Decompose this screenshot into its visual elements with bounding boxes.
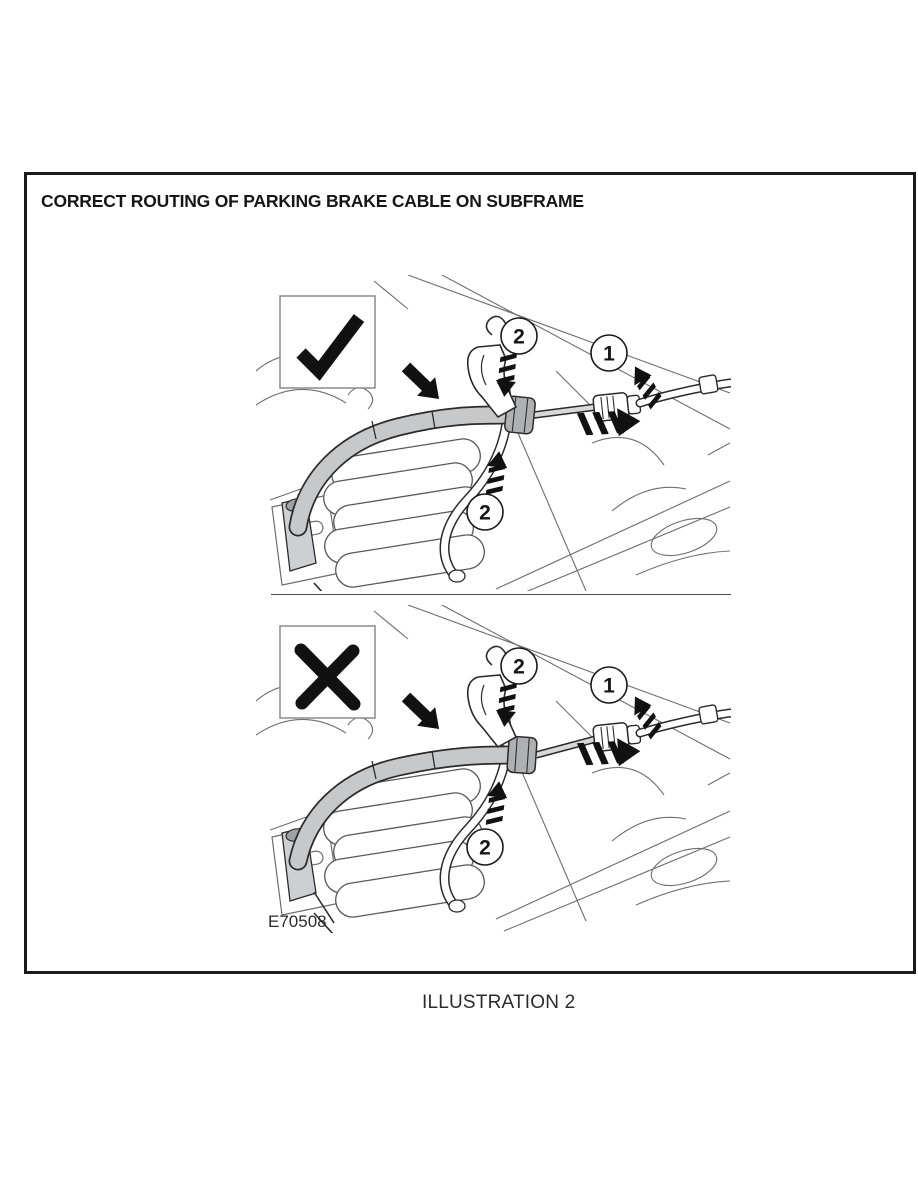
- callout-bottom: 2: [466, 828, 504, 866]
- callout-bottom-label: 2: [479, 837, 491, 860]
- checkmark-icon: [296, 314, 365, 381]
- callout-top: 2: [500, 317, 538, 355]
- callout-right: 1: [590, 334, 628, 372]
- panel-divider: [271, 594, 731, 595]
- illustration-incorrect-routing: 2 1 2 E70508: [256, 605, 731, 933]
- callout-bottom-label: 2: [479, 502, 491, 525]
- figure-caption: ILLUSTRATION 2: [422, 992, 576, 1013]
- x-mark-icon: [294, 643, 361, 711]
- callout-top-label: 2: [513, 326, 525, 349]
- callout-right-label: 1: [603, 675, 615, 698]
- status-box-correct: [279, 295, 376, 389]
- callout-right: 1: [590, 666, 628, 704]
- figure-title: CORRECT ROUTING OF PARKING BRAKE CABLE O…: [41, 191, 584, 211]
- callout-top-label: 2: [513, 656, 525, 679]
- callout-bottom: 2: [466, 493, 504, 531]
- callout-top: 2: [500, 647, 538, 685]
- drawing-code-label: E70508: [268, 912, 327, 931]
- drawing-code-leader-line: [313, 891, 335, 924]
- figure-frame: CORRECT ROUTING OF PARKING BRAKE CABLE O…: [24, 172, 916, 974]
- illustration-correct-routing: 2 1 2: [256, 275, 731, 591]
- status-box-incorrect: [279, 625, 376, 719]
- cable-grommet: [506, 735, 538, 775]
- callout-right-label: 1: [603, 343, 615, 366]
